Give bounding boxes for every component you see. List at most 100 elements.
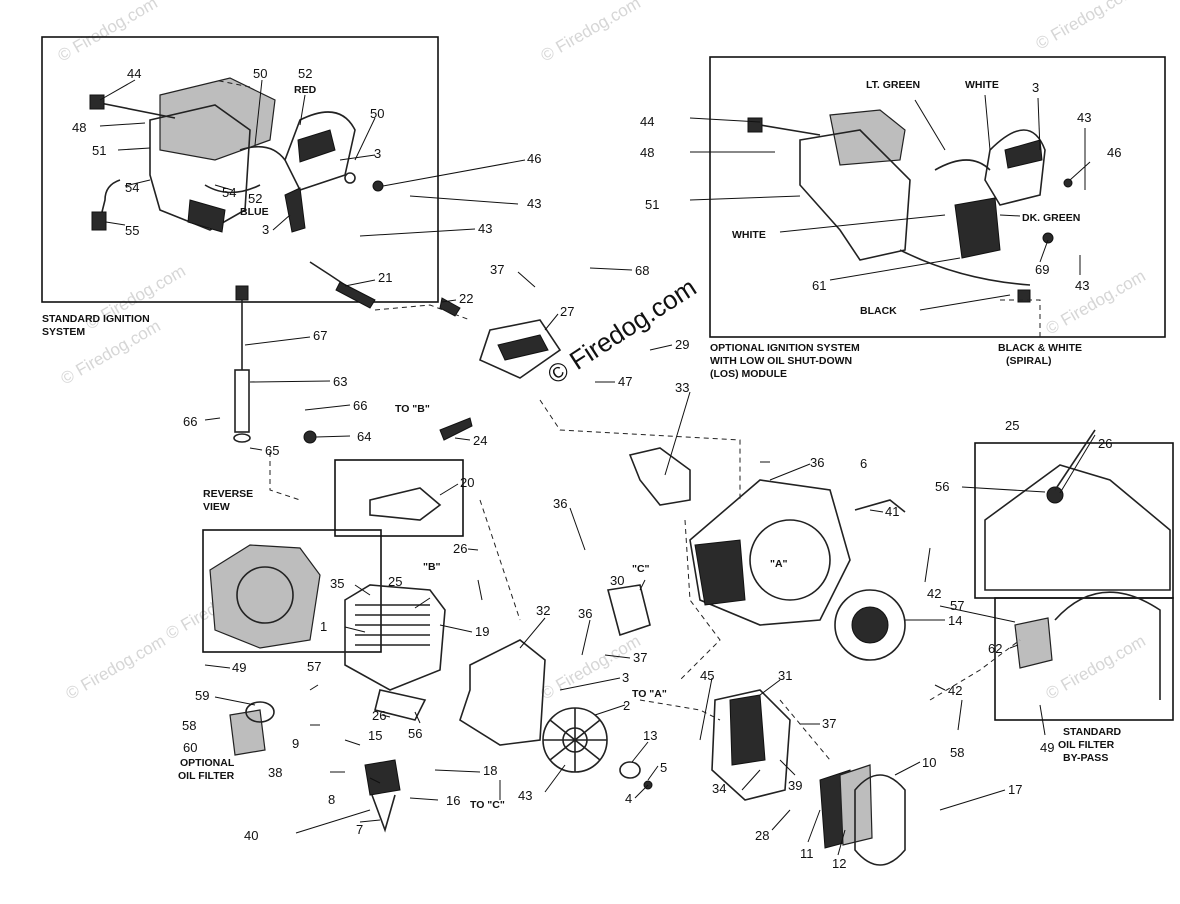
ref-to-c: TO "C": [470, 799, 505, 811]
part-number: 25: [1005, 418, 1019, 433]
optional-ignition-inset: [709, 56, 1166, 338]
watermark: © Firedog.com: [1043, 266, 1149, 338]
watermark: © Firedog.com: [55, 0, 161, 65]
part-number: 43: [1075, 278, 1089, 293]
part-number: 59: [195, 688, 209, 703]
part-number: 21: [378, 270, 392, 285]
part-number: 19: [475, 624, 489, 639]
part-number: 14: [948, 613, 962, 628]
part-number: 6: [860, 456, 867, 471]
wire-label-red: RED: [294, 84, 317, 96]
part-number: 63: [333, 374, 347, 389]
part-number: 61: [812, 278, 826, 293]
part-number: 26: [453, 541, 467, 556]
ref-mark-a: "A": [770, 558, 788, 570]
ref-mark-c: "C": [632, 563, 650, 575]
part-number: 27: [560, 304, 574, 319]
wire-label-black: BLACK: [860, 305, 897, 317]
standard-oil-filter-caption-line2: OIL FILTER: [1058, 739, 1115, 751]
part-number: 40: [244, 828, 258, 843]
part-number: 3: [374, 146, 381, 161]
ref-to-a: TO "A": [632, 688, 667, 700]
part-number: 48: [72, 120, 86, 135]
part-number: 15: [368, 728, 382, 743]
part-number: 17: [1008, 782, 1022, 797]
part-number: 62: [988, 641, 1002, 656]
watermark: © Firedog.com: [1043, 631, 1149, 703]
standard-ignition-drawing: [89, 77, 384, 233]
part-number: 42: [927, 586, 941, 601]
optional-ignition-caption-line1: OPTIONAL IGNITION SYSTEM: [710, 342, 860, 354]
part-number: 37: [490, 262, 504, 277]
optional-oil-filter-caption-line1: OPTIONAL: [180, 757, 235, 769]
part-number: 5: [660, 760, 667, 775]
part-number: 7: [356, 822, 363, 837]
watermark: © Firedog.com: [538, 0, 644, 65]
part-number: 43: [478, 221, 492, 236]
part-number: 10: [922, 755, 936, 770]
part-number: 56: [408, 726, 422, 741]
part-number: 66: [183, 414, 197, 429]
part-number: 48: [640, 145, 654, 160]
part-number: 65: [265, 443, 279, 458]
watermark: © Firedog.com: [1033, 0, 1139, 53]
part-number: 58: [950, 745, 964, 760]
optional-oil-filter-caption-line2: OIL FILTER: [178, 770, 235, 782]
part-number: 13: [643, 728, 657, 743]
standard-oil-filter-caption-line1: STANDARD: [1063, 726, 1122, 738]
part-number: 57: [950, 598, 964, 613]
main-assembly: [209, 261, 1171, 866]
reverse-view-caption-line1: REVERSE: [203, 488, 253, 500]
part-number: 45: [700, 668, 714, 683]
optional-ignition-drawing: [747, 109, 1073, 303]
optional-ignition-caption-line2: WITH LOW OIL SHUT-DOWN: [710, 355, 852, 367]
part-number: 33: [675, 380, 689, 395]
detail-inset-25-26: [974, 442, 1174, 599]
part-number: 50: [253, 66, 267, 81]
part-number: 58: [182, 718, 196, 733]
standard-ignition-caption-line1: STANDARD IGNITION: [42, 313, 150, 325]
part-number: 28: [755, 828, 769, 843]
reference-markers: TO "B" TO "A" TO "C" "A" "B" "C": [395, 403, 788, 811]
part-number: 46: [527, 151, 541, 166]
part-number: 56: [935, 479, 949, 494]
part-number: 68: [635, 263, 649, 278]
black-white-caption-line2: (SPIRAL): [1006, 355, 1052, 367]
part-number: 52: [248, 191, 262, 206]
part-number: 1: [320, 619, 327, 634]
part-number: 55: [125, 223, 139, 238]
center-watermark: © Firedog.com: [542, 272, 702, 390]
part-number: 31: [778, 668, 792, 683]
part-number: 47: [618, 374, 632, 389]
part-number: 37: [822, 716, 836, 731]
watermark: © Firedog.com: [538, 631, 644, 703]
part-number: 30: [610, 573, 624, 588]
part-number: 36: [810, 455, 824, 470]
part-number: 69: [1035, 262, 1049, 277]
black-white-caption-line1: BLACK & WHITE: [998, 342, 1082, 354]
part-number: 67: [313, 328, 327, 343]
part-number: 39: [788, 778, 802, 793]
part-number: 8: [328, 792, 335, 807]
part-number: 51: [92, 143, 106, 158]
part-number: 43: [527, 196, 541, 211]
part-number: 3: [1032, 80, 1039, 95]
part-number: 3: [622, 670, 629, 685]
part-number: 26: [372, 708, 386, 723]
part-number: 43: [518, 788, 532, 803]
part-number: 57: [307, 659, 321, 674]
part-number: 44: [640, 114, 654, 129]
standard-oil-filter-caption-line3: BY-PASS: [1063, 752, 1108, 764]
part-number: 4: [625, 791, 632, 806]
wire-label-dk-green: DK. GREEN: [1022, 212, 1080, 224]
reverse-view-inset: [202, 529, 382, 653]
wire-labels: RED BLUE LT. GREEN WHITE WHITE DK. GREEN…: [240, 79, 1080, 317]
reverse-view-caption-line2: VIEW: [203, 501, 230, 513]
leader-lines: [99, 79, 1096, 856]
standard-ignition-inset: [41, 36, 439, 303]
wire-label-white-top: WHITE: [965, 79, 999, 91]
part-number: 18: [483, 763, 497, 778]
part-number: 66: [353, 398, 367, 413]
